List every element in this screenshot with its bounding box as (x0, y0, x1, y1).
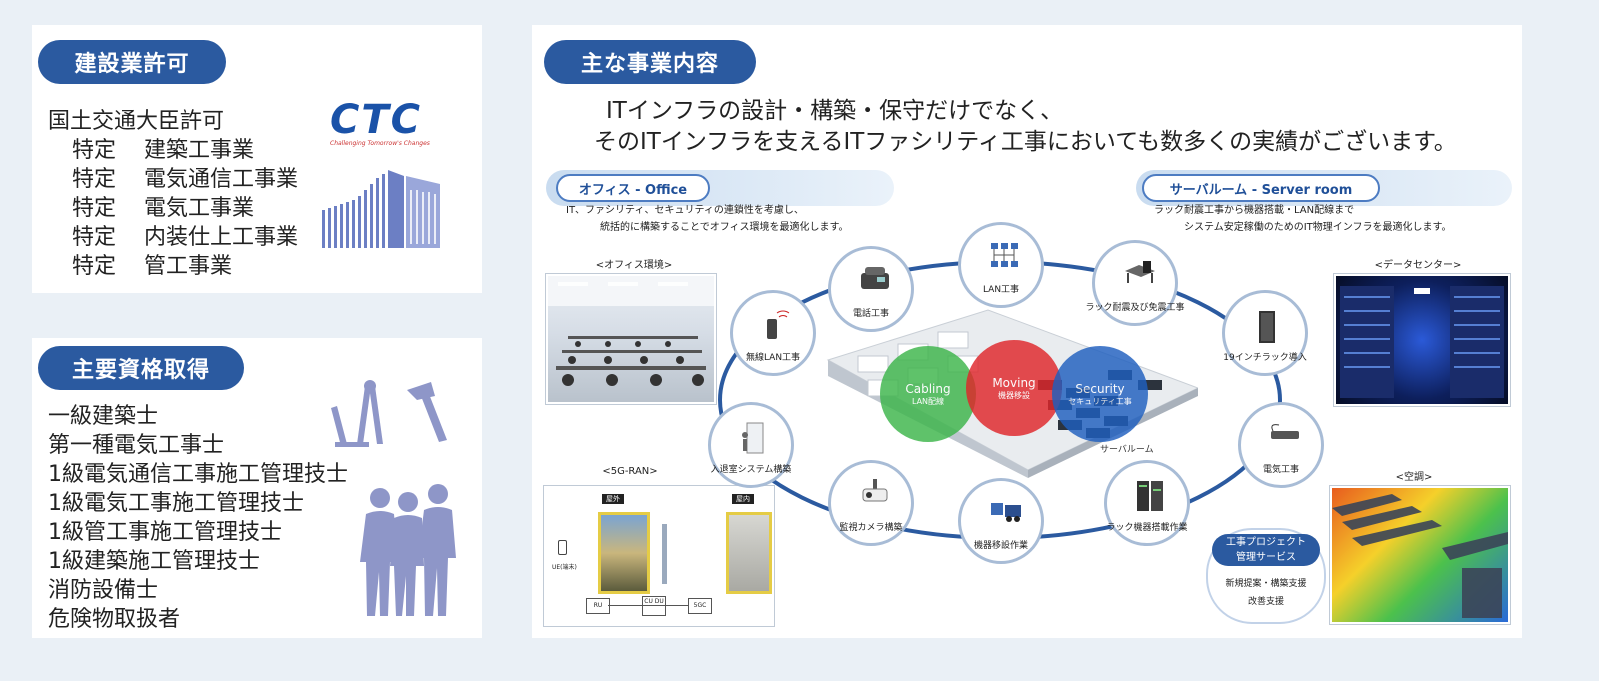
license-item: 特定電気通信工事業 (72, 167, 299, 192)
power-strip-icon (1271, 424, 1299, 439)
qualification-item: 1級建築施工管理技士 (48, 549, 260, 574)
node-move: 機器移設作業 (958, 478, 1044, 564)
office-desc-line: IT、ファシリティ、セキュリティの連鎖性を考慮し、 (566, 205, 804, 216)
aircon-label: <空調> (1395, 472, 1433, 483)
telephone-icon (861, 267, 889, 289)
ran-ue-label: UE(端末) (552, 564, 577, 571)
tools-icon (331, 380, 447, 447)
license-item: 特定管工事業 (72, 254, 233, 279)
ran-core-box: 5GC (688, 598, 712, 614)
license-list: 国土交通大臣許可 特定建築工事業 特定電気通信工事業 特定電気工事業 特定内装仕… (48, 107, 298, 281)
ran-indoor-tag: 屋内 (732, 494, 754, 504)
ran-ru-box: RU (586, 598, 610, 614)
server-title: サーバルーム - Server room (1142, 174, 1380, 202)
ran-outdoor-photo (598, 512, 650, 594)
business-headline: ITインフラの設計・構築・保守だけでなく、 そのITインフラを支えるITファシリ… (594, 96, 1457, 158)
pm-title: 工事プロジェクト管理サービス (1212, 534, 1320, 566)
business-title: 主な事業内容 (544, 40, 756, 84)
server-desc-line: システム安定稼働のためのIT物理インフラを最適化します。 (1184, 222, 1452, 233)
license-item: 特定内装仕上工事業 (72, 225, 299, 250)
network-icon (991, 243, 1018, 267)
qualification-item: 消防設備士 (48, 578, 159, 603)
qualification-item: 一級建築士 (48, 404, 159, 429)
server-desc: ラック耐震工事から機器搭載・LAN配線まで システム安定稼働のためのIT物理イン… (1154, 202, 1451, 236)
qualification-item: 1級管工事施工管理技士 (48, 520, 282, 545)
people-icon (360, 484, 456, 616)
phone-icon (558, 540, 567, 555)
node-camera: 監視カメラ構築 (828, 460, 914, 546)
qualification-item: 危険物取扱者 (48, 607, 181, 632)
headline-line-2: そのITインフラを支えるITファシリティ工事においても数多くの実績がございます。 (594, 129, 1457, 155)
node-electric: 電気工事 (1238, 402, 1324, 488)
pm-item: 改善支援 (1247, 597, 1284, 607)
server-rack-icon (1137, 481, 1163, 511)
qualification-item: 1級電気工事施工管理技士 (48, 491, 304, 516)
node-phone: 電話工事 (828, 246, 914, 332)
license-title: 建設業許可 (38, 40, 226, 84)
headline-line-1: ITインフラの設計・構築・保守だけでなく、 (606, 98, 1064, 124)
rack-base-icon (1125, 261, 1155, 283)
server-rack-icon (1259, 311, 1275, 343)
office-desc: IT、ファシリティ、セキュリティの連鎖性を考慮し、 統括的に構築することでオフィ… (566, 202, 849, 236)
qualification-item: 1級電気通信工事施工管理技士 (48, 462, 348, 487)
office-title: オフィス - Office (556, 174, 710, 202)
node-access: 入退室システム構築 (708, 402, 794, 488)
qualification-item: 第一種電気工事士 (48, 433, 225, 458)
truck-icon (991, 503, 1021, 522)
building-icon (322, 170, 440, 248)
node-wlan: 無線LAN工事 (730, 290, 816, 376)
license-item: 特定建築工事業 (72, 138, 255, 163)
office-desc-line: 統括的に構築することでオフィス環境を最適化します。 (600, 222, 849, 233)
node-rack-mount: ラック機器搭載作業 (1104, 460, 1190, 546)
security-camera-icon (862, 479, 888, 502)
ran-cudu-box: CU DU (642, 596, 666, 616)
pm-box: 工事プロジェクト管理サービス 新規提案・構築支援 改善支援 (1206, 528, 1326, 624)
node-lan: LAN工事 (958, 222, 1044, 308)
node-rack-intro: 19インチラック導入 (1222, 290, 1308, 376)
server-floor-label: サーバルーム (1100, 445, 1154, 455)
ran-outdoor-tag: 屋外 (602, 494, 624, 504)
office-photo (546, 274, 716, 404)
node-rack-seismic: ラック耐震及び免震工事 (1085, 240, 1185, 326)
datacenter-photo (1334, 274, 1510, 406)
wifi-router-icon (767, 310, 790, 339)
qualification-list: 一級建築士 第一種電気工事士 1級電気通信工事施工管理技士 1級電気工事施工管理… (48, 402, 348, 634)
license-item: 特定電気工事業 (72, 196, 255, 221)
ran-label: <5G-RAN> (602, 466, 658, 477)
ran-diagram: 屋外 屋内 UE(端末) RU CU DU 5GC (544, 486, 774, 626)
aircon-photo (1330, 486, 1510, 624)
datacenter-photo-label: <データセンター> (1374, 260, 1462, 271)
ran-link (608, 605, 688, 606)
pm-item: 新規提案・構築支援 (1225, 579, 1307, 589)
server-desc-line: ラック耐震工事から機器搭載・LAN配線まで (1154, 205, 1355, 216)
antenna-icon (662, 524, 667, 584)
license-heading: 国土交通大臣許可 (48, 109, 225, 134)
office-photo-label: <オフィス環境> (595, 260, 673, 271)
ctc-logo: CTC Challenging Tomorrow's Changes (330, 97, 430, 147)
door-icon (742, 422, 764, 454)
qualification-title: 主要資格取得 (38, 346, 244, 390)
ran-indoor-photo (726, 512, 772, 594)
